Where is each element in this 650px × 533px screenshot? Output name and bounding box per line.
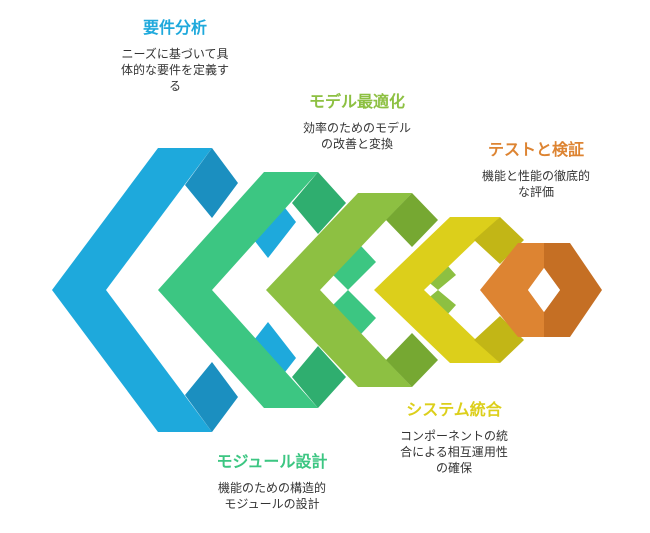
chevron-requirements-lower-inner xyxy=(185,362,238,432)
chevron-requirements-upper-arm xyxy=(52,148,212,290)
stage-module-desc-line: 機能のための構造的 xyxy=(217,481,326,495)
chevron-requirements-lower-arm xyxy=(52,290,212,432)
stage-module: モジュール設計 機能のための構造的 モジュールの設計 xyxy=(192,448,352,512)
chevron-module-upper-inner xyxy=(292,172,346,234)
stage-system-desc-line: の確保 xyxy=(435,461,472,475)
chevron-model xyxy=(266,193,438,387)
chevron-module-upper-arm xyxy=(158,172,318,290)
stage-model-title: モデル最適化 xyxy=(308,92,405,111)
stage-system-description: コンポーネントの統 合による相互運用性 の確保 xyxy=(374,428,534,476)
stage-test-description: 機能と性能の徹底的 な評価 xyxy=(456,168,616,200)
stage-test-title: テストと検証 xyxy=(487,140,584,159)
hexagon-test xyxy=(480,243,602,337)
chevron-module-lower-arm xyxy=(158,290,318,408)
hexagon-test-center xyxy=(528,268,560,312)
stage-test: テストと検証 機能と性能の徹底的 な評価 xyxy=(456,136,616,200)
stage-requirements: 要件分析 ニーズに基づいて具 体的な要件を定義す る xyxy=(100,14,250,94)
chevron-model-upper-arm xyxy=(266,193,412,290)
stage-model-desc-line: 効率のためのモデル xyxy=(302,121,411,135)
stage-model-description: 効率のためのモデル の改善と変換 xyxy=(272,120,442,152)
stage-requirements-description: ニーズに基づいて具 体的な要件を定義す る xyxy=(100,46,250,94)
hexagon-test-right xyxy=(544,243,602,337)
chevron-module xyxy=(158,172,346,408)
stage-requirements-desc-line: る xyxy=(168,79,181,93)
chevron-system-lower-arm xyxy=(374,290,500,363)
stage-test-desc-line: 機能と性能の徹底的 xyxy=(481,169,590,183)
hexagon-test-left xyxy=(480,243,544,337)
chevron-model-upper-inner xyxy=(386,193,438,247)
stage-system-desc-line: 合による相互運用性 xyxy=(400,445,508,459)
stage-module-description: 機能のための構造的 モジュールの設計 xyxy=(192,480,352,512)
chevron-requirements-upper-inner xyxy=(185,148,238,218)
stage-requirements-desc-line: ニーズに基づいて具 xyxy=(121,47,229,61)
stage-requirements-title: 要件分析 xyxy=(142,18,207,37)
green-accent-upper xyxy=(320,232,376,290)
chevron-model-lower-arm xyxy=(266,290,412,387)
chevron-model-lower-inner xyxy=(386,333,438,387)
stage-system-title: システム統合 xyxy=(406,400,502,419)
green-accent-lower xyxy=(320,290,376,348)
chevron-module-lower-inner xyxy=(292,346,346,408)
stage-system: システム統合 コンポーネントの統 合による相互運用性 の確保 xyxy=(374,396,534,476)
stage-module-title: モジュール設計 xyxy=(216,452,328,471)
stage-model-desc-line: の改善と変換 xyxy=(320,137,393,151)
stage-module-desc-line: モジュールの設計 xyxy=(224,497,320,511)
stage-test-desc-line: な評価 xyxy=(517,185,554,199)
stage-requirements-desc-line: 体的な要件を定義す xyxy=(120,63,229,77)
stage-model: モデル最適化 効率のためのモデル の改善と変換 xyxy=(272,88,442,152)
chevron-requirements xyxy=(52,148,238,432)
stage-system-desc-line: コンポーネントの統 xyxy=(399,429,508,443)
chevron-system-upper-arm xyxy=(374,217,500,290)
